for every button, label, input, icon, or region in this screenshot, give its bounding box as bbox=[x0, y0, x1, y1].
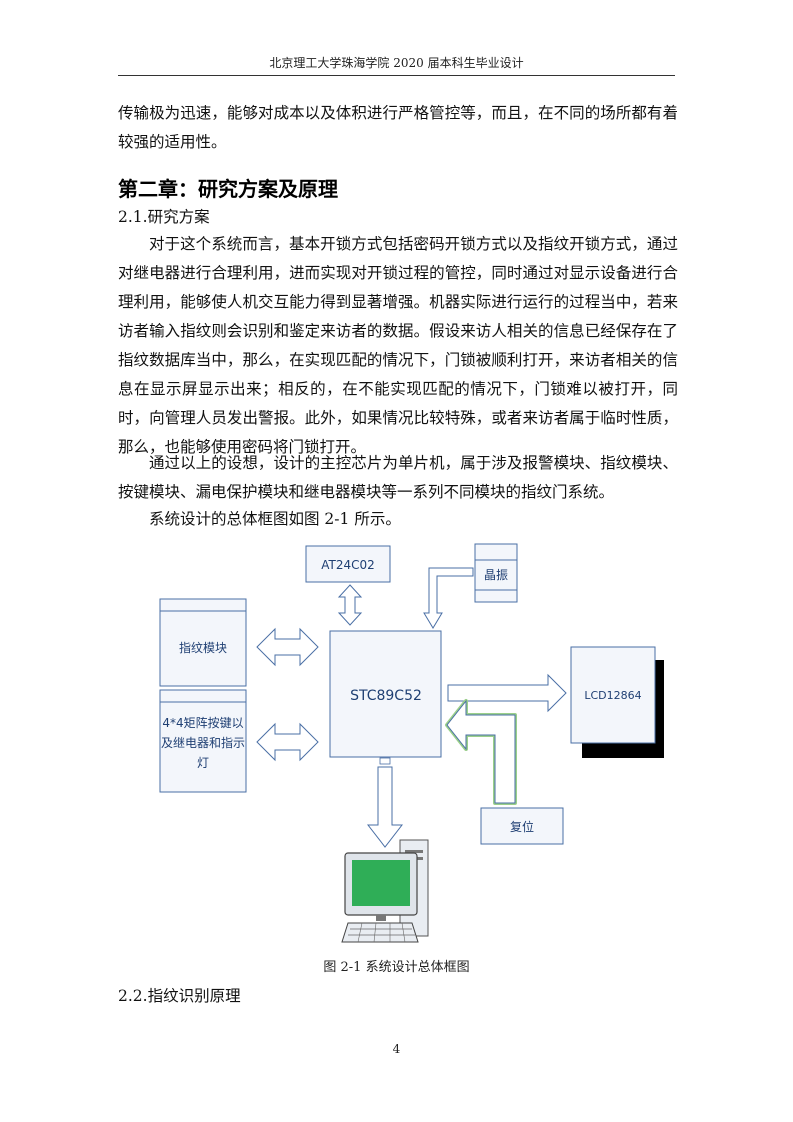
paragraph-design-idea: 通过以上的设想，设计的主控芯片为单片机，属于涉及报警模块、指纹模块、按键模块、漏… bbox=[118, 454, 678, 501]
section-heading-2-2: 2.2.指纹识别原理 bbox=[118, 987, 241, 1005]
eeprom-label: AT24C02 bbox=[321, 558, 375, 572]
lcd-block: LCD12864 bbox=[570, 646, 664, 758]
fingerprint-block: 指纹模块 bbox=[159, 598, 247, 687]
system-block-diagram: AT24C02 晶振 指纹模块 4*4矩阵按键以 及继电器和指示 灯 STC89… bbox=[159, 543, 664, 943]
crystal-label: 晶振 bbox=[484, 568, 508, 582]
eeprom-mcu-arrow bbox=[337, 584, 363, 626]
keypad-relay-block: 4*4矩阵按键以 及继电器和指示 灯 bbox=[159, 689, 247, 793]
reset-block: 复位 bbox=[480, 807, 564, 845]
page-header: 北京理工大学珠海学院 2020 届本科生毕业设计 bbox=[269, 56, 524, 70]
fingerprint-mcu-arrow bbox=[256, 627, 319, 667]
keypad-label-line3: 灯 bbox=[197, 756, 209, 770]
section-heading-2-1: 2.1.研究方案 bbox=[118, 208, 210, 226]
keypad-label-line1: 4*4矩阵按键以 bbox=[162, 716, 243, 730]
keypad-label-line2: 及继电器和指示 bbox=[161, 735, 245, 750]
computer-icon bbox=[341, 839, 429, 943]
paragraph-figure-ref: 系统设计的总体框图如图 2-1 所示。 bbox=[149, 510, 401, 528]
eeprom-block: AT24C02 bbox=[305, 545, 391, 583]
reset-label: 复位 bbox=[510, 819, 534, 834]
fingerprint-label: 指纹模块 bbox=[179, 640, 227, 655]
page-number: 4 bbox=[392, 1042, 401, 1056]
chapter-title: 第二章：研究方案及原理 bbox=[118, 177, 338, 201]
header-rule bbox=[118, 75, 675, 76]
crystal-mcu-arrow bbox=[423, 567, 474, 629]
mcu-block: STC89C52 bbox=[329, 630, 442, 765]
mcu-label: STC89C52 bbox=[350, 688, 422, 704]
crystal-block: 晶振 bbox=[474, 543, 518, 603]
lcd-label: LCD12864 bbox=[584, 689, 641, 702]
keypad-mcu-arrow bbox=[256, 722, 319, 762]
figure-caption: 图 2-1 系统设计总体框图 bbox=[323, 960, 470, 975]
paragraph-intro: 传输极为迅速，能够对成本以及体积进行严格管控等，而且，在不同的场所都有着较强的适… bbox=[118, 104, 678, 151]
mcu-computer-arrow bbox=[366, 766, 404, 848]
paragraph-research-plan: 对于这个系统而言，基本开锁方式包括密码开锁方式以及指纹开锁方式，通过对继电器进行… bbox=[118, 235, 678, 456]
